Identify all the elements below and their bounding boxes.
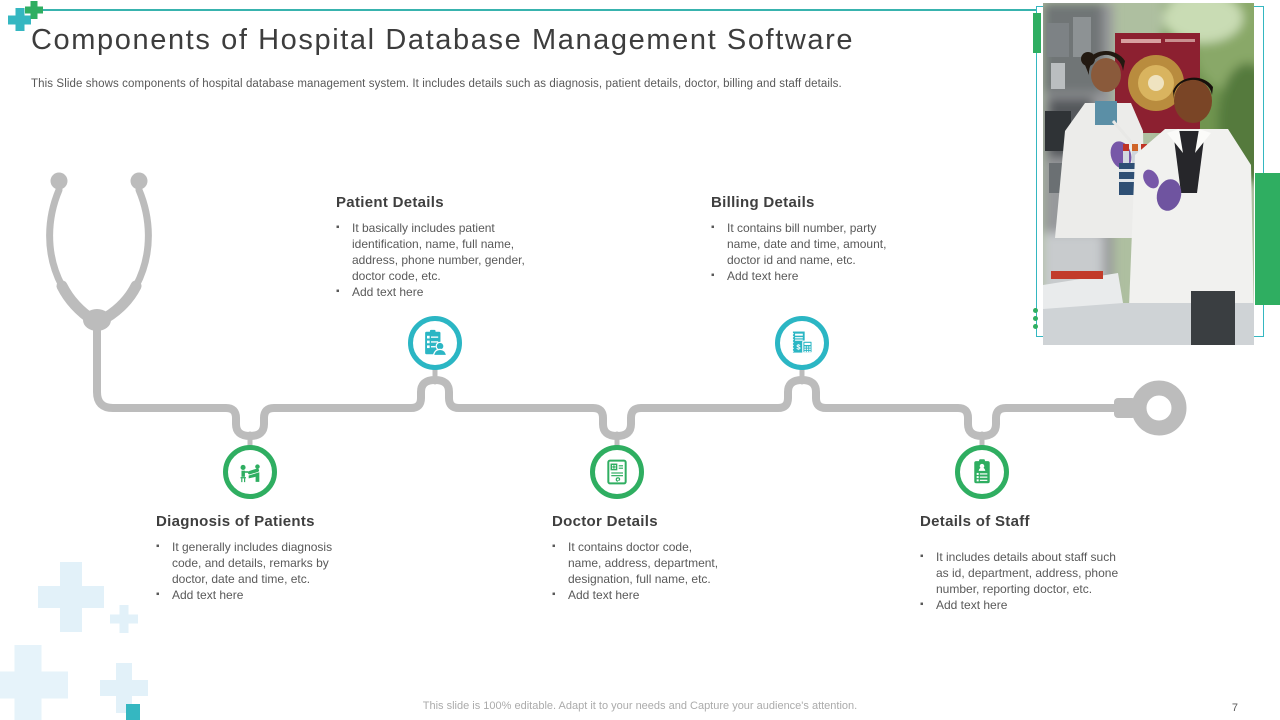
bullet-marker: ▪ bbox=[552, 589, 556, 600]
bullet-marker: ▪ bbox=[336, 222, 340, 233]
slide-description: This Slide shows components of hospital … bbox=[31, 78, 842, 90]
section-title: Patient Details bbox=[336, 194, 444, 211]
bullet-marker: ▪ bbox=[711, 222, 715, 233]
svg-text:$: $ bbox=[796, 343, 801, 352]
bullet-marker: ▪ bbox=[920, 551, 924, 562]
bullet-marker: ▪ bbox=[156, 589, 160, 600]
bullet-marker: ▪ bbox=[552, 541, 556, 552]
teal-plus-icon bbox=[110, 704, 156, 720]
section-bullets: ▪It basically includes patient identific… bbox=[336, 220, 544, 300]
staff-list-icon bbox=[974, 459, 990, 484]
section-bullets: ▪It generally includes diagnosis code, a… bbox=[156, 539, 348, 603]
section-title: Billing Details bbox=[711, 194, 815, 211]
doctor-details-node bbox=[590, 445, 644, 499]
page-number: 7 bbox=[1231, 702, 1238, 714]
section-diagnosis-of-patients: Diagnosis of Patients ▪It generally incl… bbox=[156, 513, 348, 603]
lab-researchers-photo bbox=[1043, 3, 1254, 345]
page-title: Components of Hospital Database Manageme… bbox=[31, 24, 855, 56]
bullet-item: ▪Add text here bbox=[920, 598, 1008, 612]
pale-plus-icon bbox=[100, 663, 148, 713]
diagnosis-node bbox=[223, 445, 277, 499]
bullet-item: ▪It contains bill number, party name, da… bbox=[711, 221, 887, 267]
bullet-item: ▪Add text here bbox=[156, 588, 244, 602]
footer-note: This slide is 100% editable. Adapt it to… bbox=[422, 700, 858, 712]
photo-green-accent-bar bbox=[1033, 13, 1041, 53]
exam-table-icon bbox=[240, 464, 260, 483]
patient-clipboard-icon bbox=[425, 329, 448, 357]
bullet-item: ▪It basically includes patient identific… bbox=[336, 221, 525, 283]
teal-plus-icon bbox=[8, 8, 31, 31]
section-doctor-details: Doctor Details ▪It contains doctor code,… bbox=[552, 513, 724, 603]
section-billing-details: Billing Details ▪It contains bill number… bbox=[711, 194, 887, 284]
pale-plus-icon bbox=[0, 645, 68, 720]
bill-calculator-icon: $ bbox=[792, 331, 813, 354]
section-title: Doctor Details bbox=[552, 513, 658, 530]
bullet-item: ▪It generally includes diagnosis code, a… bbox=[156, 540, 333, 586]
patient-details-node bbox=[408, 316, 462, 370]
bullet-item: ▪It includes details about staff such as… bbox=[920, 550, 1119, 596]
bullet-marker: ▪ bbox=[711, 270, 715, 281]
lab-photo-illustration bbox=[1043, 3, 1254, 345]
bullet-item: ▪Add text here bbox=[711, 269, 799, 283]
bullet-marker: ▪ bbox=[156, 541, 160, 552]
billing-details-node: $ bbox=[775, 316, 829, 370]
section-bullets: ▪It contains bill number, party name, da… bbox=[711, 220, 887, 284]
dots-decoration bbox=[1033, 308, 1039, 332]
top-accent-line bbox=[30, 9, 1036, 11]
staff-details-node bbox=[955, 445, 1009, 499]
bullet-item: ▪It contains doctor code, name, address,… bbox=[552, 540, 719, 586]
section-title: Details of Staff bbox=[920, 513, 1030, 530]
medical-record-icon bbox=[607, 459, 627, 485]
section-title: Diagnosis of Patients bbox=[156, 513, 315, 530]
bullet-marker: ▪ bbox=[920, 599, 924, 610]
bullet-item: ▪Add text here bbox=[552, 588, 640, 602]
section-patient-details: Patient Details ▪It basically includes p… bbox=[336, 194, 544, 300]
green-side-rect bbox=[1255, 173, 1280, 305]
section-bullets: ▪It includes details about staff such as… bbox=[920, 549, 1120, 613]
green-plus-icon bbox=[25, 1, 43, 19]
bullet-item: ▪Add text here bbox=[336, 285, 424, 299]
pale-plus-icon bbox=[110, 605, 138, 633]
pale-plus-icon bbox=[38, 562, 104, 632]
section-bullets: ▪It contains doctor code, name, address,… bbox=[552, 539, 724, 603]
bullet-marker: ▪ bbox=[336, 286, 340, 297]
section-details-of-staff: Details of Staff ▪It includes details ab… bbox=[920, 513, 1120, 613]
